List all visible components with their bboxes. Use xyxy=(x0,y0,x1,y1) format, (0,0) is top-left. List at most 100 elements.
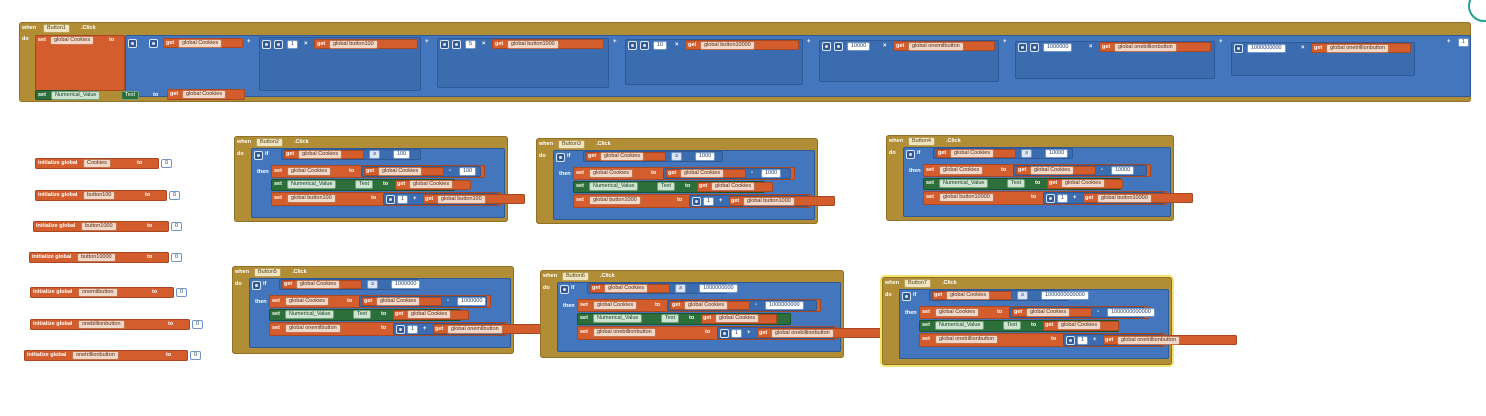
property-dropdown[interactable]: Text xyxy=(657,182,676,191)
mutator-gear-icon[interactable] xyxy=(628,41,637,50)
var-dropdown[interactable]: global Cookies xyxy=(285,297,330,306)
var-name-field[interactable]: button100 xyxy=(83,191,116,200)
var-dropdown[interactable]: global button100 xyxy=(329,40,378,49)
var-dropdown[interactable]: global button1000 xyxy=(743,197,795,206)
var-dropdown[interactable]: global Cookies xyxy=(1030,166,1075,175)
number-field[interactable]: 1000000 xyxy=(1043,43,1073,52)
var-dropdown[interactable]: global Cookies xyxy=(604,284,649,293)
number-field[interactable]: 0 xyxy=(190,351,202,360)
var-dropdown[interactable]: global Cookies xyxy=(298,150,343,159)
operator-dropdown[interactable]: ≥ xyxy=(671,152,683,161)
number-field[interactable]: 0 xyxy=(192,320,204,329)
get-block[interactable]: get global button1000 xyxy=(492,39,604,49)
mutator-gear-icon[interactable] xyxy=(902,292,911,301)
number-field[interactable]: 10 xyxy=(653,41,668,50)
property-dropdown[interactable]: Text xyxy=(355,180,374,189)
operator-dropdown[interactable]: ≥ xyxy=(1021,149,1033,158)
component-dropdown[interactable]: Button4 xyxy=(908,137,935,146)
mutator-gear-icon[interactable] xyxy=(440,40,449,49)
mutator-gear-icon[interactable] xyxy=(556,153,565,162)
var-dropdown[interactable]: global onebillionbutton xyxy=(771,329,834,338)
var-dropdown[interactable]: global Cookies xyxy=(296,280,341,289)
var-dropdown[interactable]: global Cookies xyxy=(715,314,760,323)
var-dropdown[interactable]: global onemilbutton xyxy=(908,42,964,51)
var-name-field[interactable]: onebillionbutton xyxy=(78,320,125,329)
var-dropdown[interactable]: global Cookies xyxy=(684,301,729,310)
mutator-gear-icon[interactable] xyxy=(274,40,283,49)
component-dropdown[interactable]: Numerical_Value xyxy=(593,314,643,323)
mutator-gear-icon[interactable] xyxy=(560,285,569,294)
mutator-gear-icon[interactable] xyxy=(1234,44,1243,53)
var-dropdown[interactable]: global Cookies xyxy=(407,310,452,319)
var-name-field[interactable]: button10000 xyxy=(77,253,116,262)
get-cookies-block[interactable]: get global Cookies xyxy=(163,38,243,48)
component-dropdown[interactable]: Button7 xyxy=(904,279,931,288)
number-field[interactable]: 1 xyxy=(287,40,299,49)
mutator-gear-icon[interactable] xyxy=(452,40,461,49)
number-field[interactable]: 1 xyxy=(1057,194,1069,203)
addition-chain[interactable]: get global Cookies + 1 × get global butt… xyxy=(125,35,1471,97)
var-dropdown[interactable]: global Cookies xyxy=(939,166,984,175)
var-dropdown[interactable]: global Cookies xyxy=(376,297,421,306)
property-dropdown[interactable]: Text xyxy=(1007,179,1026,188)
get-block[interactable]: get global onebillionbutton xyxy=(1099,42,1211,52)
var-dropdown[interactable]: global onetrillionbutton xyxy=(1326,44,1390,53)
var-dropdown[interactable]: global Cookies xyxy=(287,167,332,176)
multiply-block[interactable]: 10 × get global button10000 xyxy=(625,39,803,85)
multiply-block[interactable]: 1 × get global button100 xyxy=(259,37,421,91)
number-field[interactable]: 1000000 xyxy=(457,297,487,306)
number-field[interactable]: 1 xyxy=(1077,336,1089,345)
var-dropdown[interactable]: global onetrillionbutton xyxy=(1117,336,1181,345)
number-field[interactable]: 1000000 xyxy=(391,280,421,289)
component-dropdown[interactable]: Button2 xyxy=(256,138,283,147)
var-dropdown[interactable]: global Cookies xyxy=(50,36,95,45)
property-dropdown[interactable]: Text xyxy=(1003,321,1022,330)
property-dropdown[interactable]: Text xyxy=(661,314,680,323)
number-field[interactable]: 10000 xyxy=(1045,149,1069,158)
component-dropdown[interactable]: Numerical_Value xyxy=(939,179,989,188)
var-dropdown[interactable]: global Cookies xyxy=(950,149,995,158)
var-dropdown[interactable]: global Cookies xyxy=(711,182,756,191)
property-dropdown[interactable]: Text xyxy=(353,310,372,319)
set-cookies-block[interactable]: set global Cookies to xyxy=(35,35,125,91)
component-dropdown[interactable]: Numerical_Value xyxy=(935,321,985,330)
get-block[interactable]: get global button10000 xyxy=(685,40,799,50)
number-field[interactable]: 10000 xyxy=(847,42,871,51)
mutator-gear-icon[interactable] xyxy=(149,39,158,48)
component-dropdown[interactable]: Button6 xyxy=(562,272,589,281)
operator-dropdown[interactable]: ≥ xyxy=(675,284,687,293)
var-dropdown[interactable]: global button100 xyxy=(287,194,336,203)
